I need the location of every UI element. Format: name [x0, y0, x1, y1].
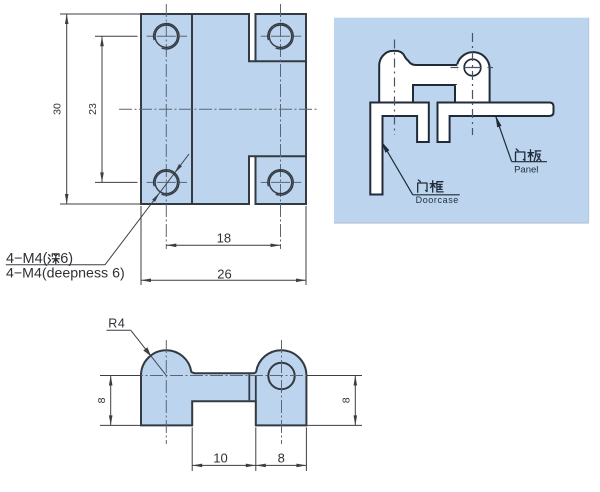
svg-text:6): 6)	[60, 251, 73, 267]
svg-text:10: 10	[213, 450, 227, 465]
svg-text:4−M4(deepness 6): 4−M4(deepness 6)	[6, 266, 125, 282]
svg-text:Doorcase: Doorcase	[416, 195, 459, 205]
svg-text:8: 8	[96, 397, 108, 403]
svg-text:18: 18	[217, 231, 231, 246]
svg-text:Panel: Panel	[514, 164, 538, 175]
svg-text:23: 23	[87, 103, 99, 115]
svg-text:26: 26	[217, 267, 231, 282]
svg-text:4−M4(: 4−M4(	[6, 251, 48, 267]
svg-text:8: 8	[341, 397, 353, 403]
svg-text:R4: R4	[108, 316, 125, 330]
svg-text:8: 8	[278, 450, 285, 465]
svg-text:30: 30	[52, 103, 64, 115]
